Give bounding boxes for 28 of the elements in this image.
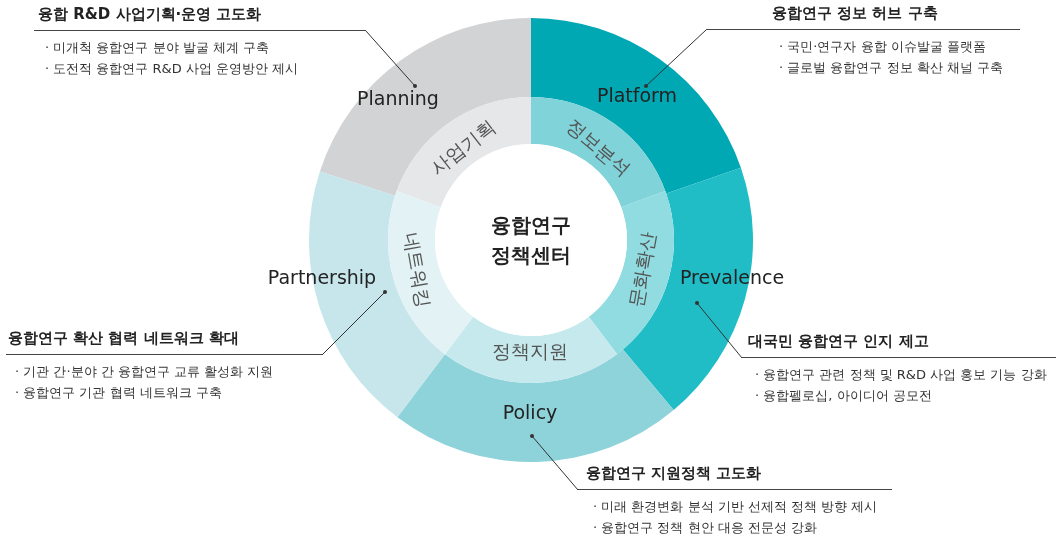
callout-heading: 대국민 융합연구 인지 제고	[742, 330, 1056, 358]
bullet-item: · 기관 간·분야 간 융합연구 교류 활성화 지원	[14, 363, 275, 381]
bullet-item: · 미개척 융합연구 분야 발굴 체계 구축	[44, 39, 270, 57]
bullet-item: · 융합펠로십, 아이디어 공모전	[754, 387, 933, 405]
segment-label: 네트워킹	[399, 230, 437, 310]
bullet-item: · 융합연구 정책 현안 대응 전문성 강화	[592, 519, 818, 537]
bullet-item: · 미래 환경변화 분석 기반 선제적 정책 방향 제시	[592, 498, 879, 516]
callout-heading: 융합연구 지원정책 고도화	[578, 462, 892, 490]
callout-heading: 융합연구 확산 협력 네트워크 확대	[6, 327, 322, 355]
leader-line	[530, 434, 579, 491]
callout-heading: 융합연구 정보 허브 구축	[706, 2, 1020, 30]
center-title: 융합연구 정책센터	[490, 212, 572, 269]
leader-line	[365, 30, 417, 88]
bullet-item: · 글로벌 융합연구 정보 확산 채널 구축	[778, 59, 1004, 77]
segment-label: Partnership	[267, 266, 377, 288]
leader-line	[695, 301, 743, 359]
segment-label: Platform	[596, 84, 678, 106]
bullet-item: · 도전적 융합연구 R&D 사업 운영방안 제시	[44, 60, 300, 78]
leader-line	[644, 29, 707, 88]
bullet-item: · 융합연구 기관 협력 네트워크 구축	[14, 384, 223, 402]
segment-label: 정책지원	[492, 339, 568, 364]
bullet-item: · 융합연구 관련 정책 및 R&D 사업 홍보 기능 강화	[754, 366, 1048, 384]
callout-heading: 융합 R&D 사업기획·운영 고도화	[34, 3, 366, 31]
leader-line	[321, 290, 387, 356]
segment-label: Policy	[502, 401, 558, 423]
segment-label: Planning	[357, 87, 439, 109]
bullet-item: · 국민·연구자 융합 이슈발굴 플랫폼	[778, 38, 987, 56]
segment-label: 문화확산	[623, 230, 661, 310]
